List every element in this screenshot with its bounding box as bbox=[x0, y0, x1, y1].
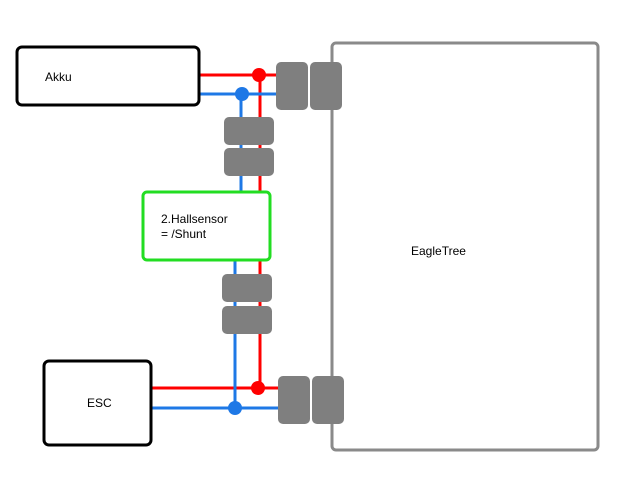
hallsensor-label-line1: 2.Hallsensor bbox=[161, 212, 228, 226]
connector-bottom-left bbox=[278, 376, 310, 424]
connector-upper-b bbox=[224, 148, 274, 176]
esc-box: ESC bbox=[42, 359, 153, 447]
connector-lower-b bbox=[222, 306, 272, 334]
connector-top-left bbox=[276, 62, 308, 110]
connectors bbox=[222, 62, 344, 424]
negative-junction-top bbox=[235, 87, 249, 101]
positive-junction-bottom bbox=[251, 381, 265, 395]
eagletree-box: EagleTree bbox=[330, 41, 600, 452]
connector-lower-a bbox=[222, 274, 272, 302]
connector-top-right bbox=[310, 62, 342, 110]
hallsensor-label-line2: = /Shunt bbox=[161, 227, 207, 241]
positive-junction-top bbox=[252, 68, 266, 82]
akku-label: Akku bbox=[45, 70, 72, 84]
esc-label: ESC bbox=[87, 396, 112, 410]
connector-bottom-right bbox=[312, 376, 344, 424]
hallsensor-box: 2.Hallsensor = /Shunt bbox=[141, 190, 272, 262]
eagletree-label: EagleTree bbox=[411, 244, 466, 258]
akku-box: Akku bbox=[15, 45, 201, 107]
connector-upper-a bbox=[224, 117, 274, 145]
